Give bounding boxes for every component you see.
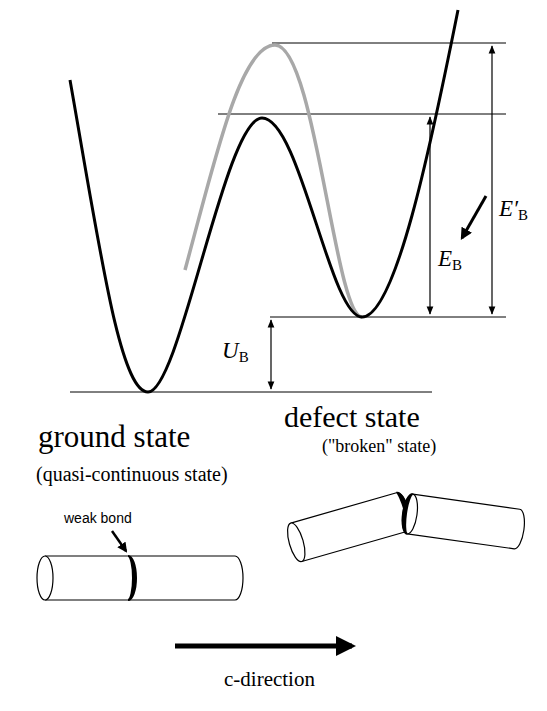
straight-cylinder — [37, 556, 243, 600]
barrier-arrow — [429, 117, 430, 314]
part-label: weak bond — [64, 511, 132, 526]
barrier-arrow — [491, 46, 492, 314]
state-title: ground state — [38, 420, 190, 454]
direction-arrow — [175, 644, 352, 649]
pointer-arrow — [462, 196, 486, 238]
energy-symbol: E′B — [499, 196, 528, 223]
potential-curve — [70, 10, 458, 392]
axis-label: c-direction — [224, 668, 315, 691]
energy-symbol: EB — [438, 246, 462, 273]
state-note: (quasi-continuous state) — [36, 463, 228, 485]
broken-cylinder — [284, 491, 527, 564]
energy-symbol: UB — [222, 338, 249, 365]
state-title: defect state — [284, 400, 420, 433]
energy-gap-arrow — [270, 320, 271, 389]
state-note: ("broken" state) — [322, 437, 436, 457]
leader-arrow — [112, 531, 126, 551]
